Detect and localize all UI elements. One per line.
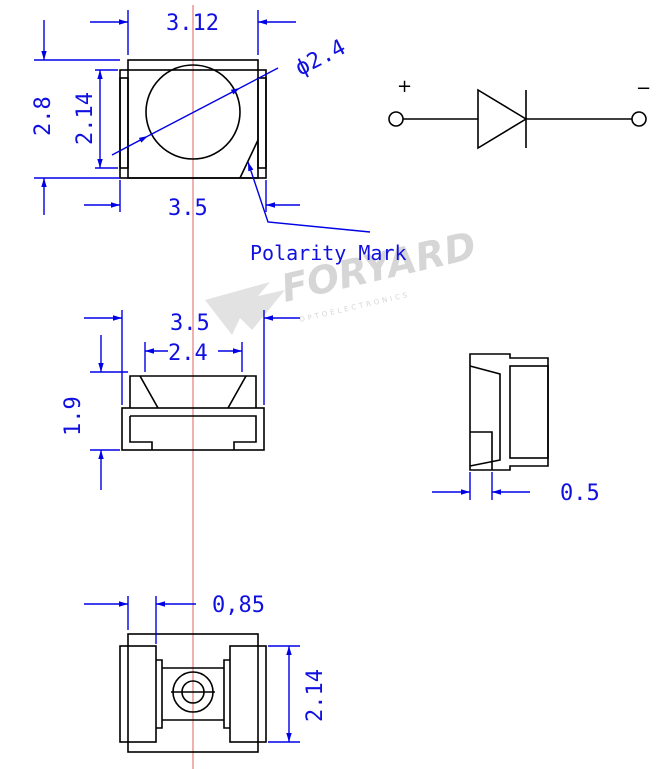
anode-label: + — [397, 76, 412, 97]
lens-circle — [145, 64, 241, 160]
polarity-mark-label: Polarity Mark — [250, 241, 407, 265]
lens-diameter-label: ϕ2.4 — [291, 35, 350, 81]
end-view: 0.5 — [432, 353, 600, 506]
diode-triangle — [477, 88, 528, 150]
bottom-offset-label: 0,85 — [212, 593, 265, 618]
bottom-body — [127, 633, 259, 753]
watermark-logo-icon — [205, 282, 285, 335]
top-height-label: 2.8 — [31, 96, 56, 136]
diode-symbol: + − — [388, 76, 651, 150]
side-height-label: 1.9 — [61, 396, 86, 436]
bottom-pad-height-label: 2.14 — [303, 669, 328, 722]
top-lead-right — [257, 77, 267, 169]
side-width-label: 3.5 — [170, 311, 210, 336]
bottom-view: 0,85 2.14 — [84, 593, 328, 753]
top-overall-width-label: 3.5 — [168, 196, 208, 221]
side-inner-width-label: 2.4 — [168, 341, 208, 366]
top-inner-height-label: 2.14 — [73, 92, 98, 145]
bottom-pad-right — [229, 645, 267, 743]
polarity-notch — [239, 139, 259, 179]
side-body — [121, 407, 265, 451]
top-lead-left — [119, 77, 129, 169]
side-lens-dome — [129, 375, 257, 408]
cathode-label: − — [636, 78, 651, 99]
top-width-label: 3.12 — [166, 11, 219, 36]
bottom-pad-left — [119, 645, 157, 743]
top-view: 3.12 2.8 2.14 ϕ2.4 3.5 Polarity Mark — [31, 10, 407, 265]
end-thickness-label: 0.5 — [560, 481, 600, 506]
end-view-outline — [469, 353, 549, 471]
side-view: 3.5 2.4 1.9 — [61, 310, 300, 490]
